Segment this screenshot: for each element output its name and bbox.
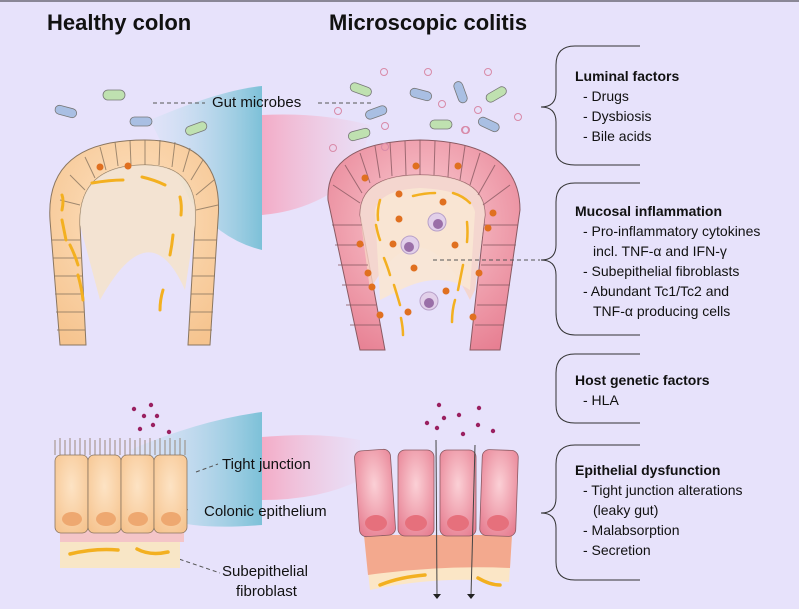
- fibroblasts: [60, 175, 183, 312]
- top-border: [0, 0, 799, 2]
- factor-item: - Drugs: [583, 88, 629, 104]
- fibroblast-label: fibroblast: [236, 583, 297, 600]
- immune-cells: [356, 162, 497, 321]
- factor-item: - Abundant Tc1/Tc2 and: [583, 283, 730, 299]
- factor-item: - Malabsorption: [583, 522, 680, 538]
- luminal-factors-box: Luminal factors - Drugs - Dysbiosis - Bi…: [575, 66, 679, 146]
- colitis-glow-top: [262, 114, 370, 215]
- factor-item: - Bile acids: [583, 128, 652, 144]
- cytokine-dots: [131, 402, 172, 435]
- cytokine-dots: [424, 402, 496, 437]
- colitis-glow-bottom: [262, 435, 360, 500]
- factor-item: - Subepithelial fibroblasts: [583, 263, 740, 279]
- immune-cell-dot: [124, 162, 132, 170]
- colonic-epithelium-label: Colonic epithelium: [204, 503, 327, 520]
- factor-item: (leaky gut): [593, 502, 659, 518]
- colitis-epithelium: [354, 402, 519, 599]
- brackets: [540, 45, 640, 581]
- bacteria-healthy: [54, 89, 208, 136]
- healthy-crypt: [49, 139, 220, 346]
- healthy-colon-title: Healthy colon: [47, 10, 192, 35]
- epithelial-dysfunction-box: Epithelial dysfunction - Tight junction …: [575, 460, 743, 560]
- factor-item: - Dysbiosis: [583, 108, 652, 124]
- tight-junction-label: Tight junction: [222, 456, 311, 473]
- microscopic-colitis-title: Microscopic colitis: [329, 10, 528, 35]
- mucosal-inflammation-box: Mucosal inflammation - Pro-inflammatory …: [575, 201, 760, 321]
- factor-item: - Pro-inflammatory cytokines: [583, 223, 761, 239]
- colitis-crypt: [327, 139, 521, 351]
- factor-item: TNF-α producing cells: [593, 303, 731, 319]
- subepithelial-label: Subepithelial: [222, 563, 308, 580]
- factor-item: incl. TNF-α and IFN-γ: [593, 243, 727, 259]
- factor-item: - Tight junction alterations: [583, 482, 743, 498]
- factor-item: - HLA: [583, 392, 619, 408]
- mucosal-inflammation-heading: Mucosal inflammation: [575, 203, 723, 219]
- immune-cell-dot: [96, 163, 104, 171]
- host-genetic-factors-heading: Host genetic factors: [575, 372, 710, 388]
- leak-arrows: [435, 439, 476, 597]
- factor-item: - Secretion: [583, 542, 651, 558]
- luminal-factors-heading: Luminal factors: [575, 68, 680, 84]
- lymphocytes: [400, 212, 447, 311]
- healthy-epithelium: [54, 402, 188, 568]
- bacteria-colitis: [329, 68, 522, 152]
- fibroblasts: [374, 191, 472, 337]
- host-genetic-factors-box: Host genetic factors - HLA: [575, 370, 710, 410]
- epithelial-dysfunction-heading: Epithelial dysfunction: [575, 462, 721, 478]
- gut-microbes-label: Gut microbes: [212, 94, 302, 111]
